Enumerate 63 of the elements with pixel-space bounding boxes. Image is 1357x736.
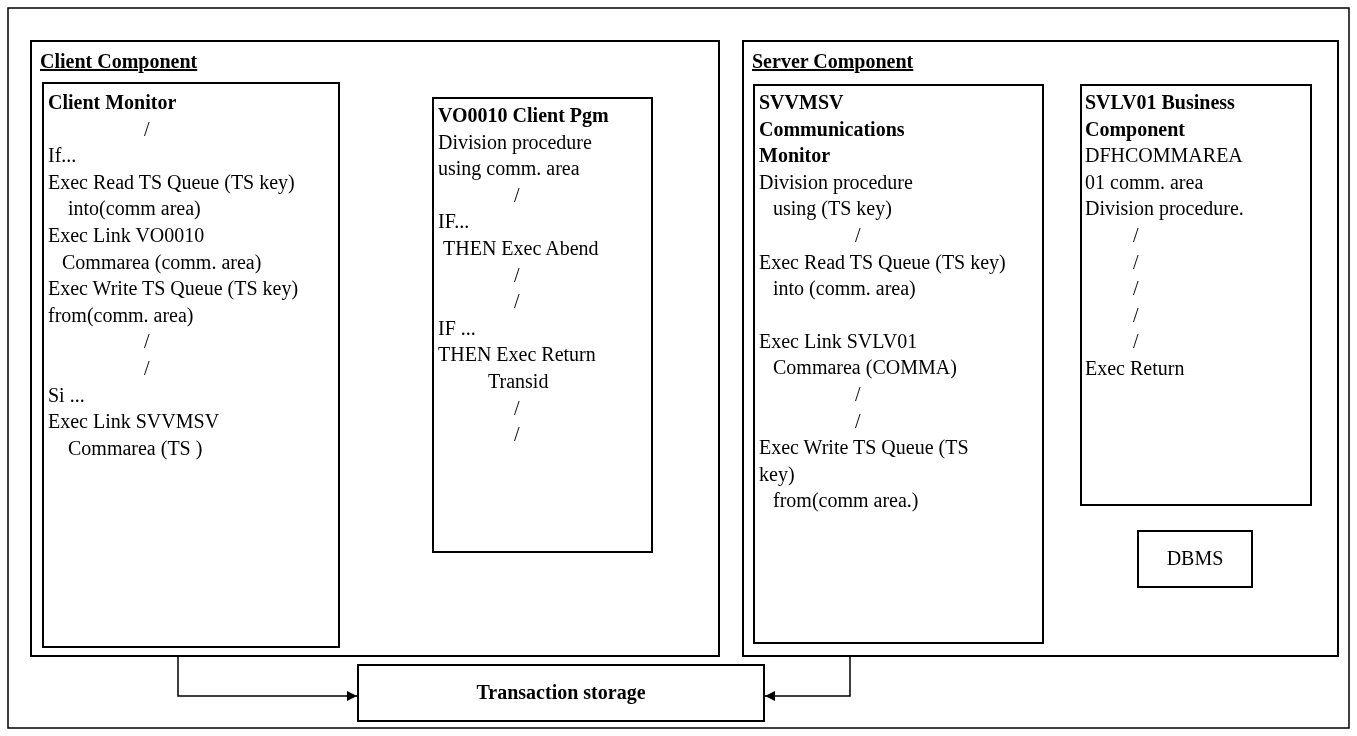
code-line: If...	[48, 143, 77, 169]
ellipsis-mark: /	[1132, 302, 1139, 328]
ellipsis-mark: /	[854, 222, 861, 248]
code-line: Commarea (COMMA)	[772, 355, 957, 381]
ellipsis-mark: /	[143, 116, 150, 142]
code-line: Si ...	[48, 382, 85, 408]
program-title: SVLV01 Business Component	[1085, 90, 1236, 143]
program-box	[42, 82, 340, 648]
ellipsis-mark: /	[1132, 222, 1139, 248]
code-line: Exec Read TS Queue (TS key)	[48, 169, 295, 196]
code-line: from(comm. area)	[48, 302, 194, 329]
code-line: Division procedure.	[1085, 196, 1244, 222]
ellipsis-mark: /	[143, 355, 150, 381]
box-label: DBMS	[1166, 546, 1224, 571]
code-line: Exec Link VO0010	[48, 222, 205, 248]
ellipsis-mark: /	[854, 408, 861, 434]
code-line: into (comm. area)	[772, 276, 916, 302]
storage-box	[357, 664, 765, 722]
code-line: Exec Return	[1085, 355, 1185, 381]
ellipsis-mark: /	[143, 329, 150, 355]
ellipsis-mark: /	[854, 381, 861, 407]
program-box	[432, 97, 653, 553]
code-line: Exec Write TS Queue (TS key)	[48, 276, 299, 302]
code-line: Exec Link SVVMSV	[48, 409, 220, 435]
program-title: SVVMSV Communications Monitor	[759, 90, 906, 169]
ellipsis-mark: /	[513, 395, 520, 421]
code-line: Exec Write TS Queue (TS key)	[759, 435, 970, 488]
code-line: Commarea (comm. area)	[61, 249, 262, 276]
ellipsis-mark: /	[513, 289, 520, 315]
code-line: from(comm area.)	[772, 488, 919, 514]
ellipsis-mark: /	[1132, 276, 1139, 302]
ellipsis-mark: /	[513, 422, 520, 448]
program-title: VO0010 Client Pgm	[438, 103, 609, 129]
ellipsis-mark: /	[1132, 249, 1139, 275]
code-line: Exec Link SVLV01	[759, 328, 918, 354]
code-line: THEN Exec Abend	[442, 235, 599, 261]
code-line: THEN Exec Return	[438, 342, 596, 368]
connector-arrow	[764, 656, 851, 701]
panel-title: Client Component	[40, 49, 198, 75]
component-panel	[742, 40, 1339, 657]
program-title: Client Monitor	[48, 90, 177, 115]
program-box	[1080, 84, 1312, 506]
program-box	[753, 84, 1044, 644]
code-line: 01 comm. area	[1085, 169, 1204, 195]
ellipsis-mark: /	[1132, 329, 1139, 355]
code-line: Division procedure	[759, 169, 913, 196]
code-line: IF...	[438, 209, 470, 235]
code-line: IF ...	[438, 315, 476, 341]
code-line: Division procedure	[438, 129, 592, 156]
connector-arrow	[177, 656, 358, 701]
ellipsis-mark: /	[513, 262, 520, 288]
code-line: using comm. area	[438, 156, 580, 182]
code-line: using (TS key)	[772, 196, 892, 222]
panel-title: Server Component	[752, 49, 914, 75]
code-line: Transid	[487, 368, 549, 394]
database-box	[1137, 530, 1253, 588]
code-line: Commarea (TS )	[67, 435, 203, 462]
code-line: DFHCOMMAREA	[1085, 143, 1243, 169]
box-label: Transaction storage	[476, 680, 646, 706]
code-line: Exec Read TS Queue (TS key)	[759, 249, 1006, 276]
component-panel	[30, 40, 720, 657]
code-line: into(comm area)	[67, 196, 201, 222]
ellipsis-mark: /	[513, 182, 520, 208]
